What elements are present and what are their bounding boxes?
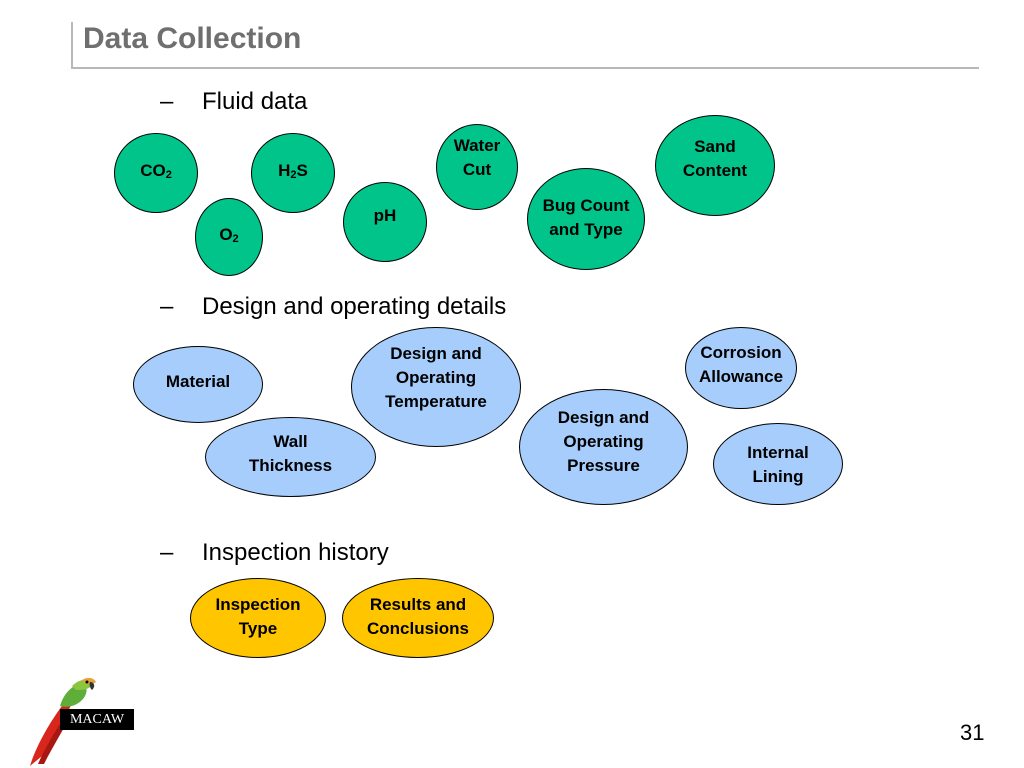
h2s-suffix: S: [296, 161, 308, 180]
bubble-label: Wall Thickness: [249, 430, 332, 478]
bubble-label: O2: [219, 223, 238, 251]
bubble-inspection-type[interactable]: Inspection Type: [190, 578, 326, 658]
label-line: Type: [238, 619, 278, 638]
label-line: Sand: [694, 136, 736, 156]
bubble-label: Water Cut: [454, 134, 501, 182]
bubble-h2s[interactable]: H2S: [251, 133, 335, 213]
label-line: Bug Count: [542, 196, 630, 215]
o2-subscript: 2: [232, 233, 239, 245]
section-design-details: – Design and operating details: [160, 293, 506, 321]
bubble-label: Corrosion Allowance: [699, 341, 783, 389]
bubble-wall-thickness[interactable]: Wall Thickness: [205, 417, 376, 497]
bubble-design-pressure[interactable]: Design and Operating Pressure: [519, 389, 688, 505]
bubble-ph[interactable]: pH: [343, 182, 427, 262]
label-line: Design and: [557, 407, 650, 427]
label-line: Temperature: [385, 392, 487, 411]
section-label: Fluid data: [202, 88, 308, 115]
label-line: Conclusions: [366, 619, 469, 638]
label-line: and Type: [549, 220, 623, 239]
bubble-design-temperature[interactable]: Design and Operating Temperature: [351, 327, 521, 447]
label-line: Pressure: [567, 455, 640, 475]
bubble-label: Design and Operating Temperature: [385, 342, 487, 414]
bubble-bug-count[interactable]: Bug Count and Type: [527, 168, 645, 270]
label-line: Lining: [752, 467, 804, 486]
label-line: Operating: [563, 431, 644, 451]
label-line: Inspection: [215, 595, 301, 614]
bubble-corrosion-allowance[interactable]: Corrosion Allowance: [685, 327, 797, 409]
bubble-sand-content[interactable]: Sand Content: [655, 115, 775, 216]
section-fluid-data: – Fluid data: [160, 88, 307, 116]
bubble-material[interactable]: Material: [133, 346, 263, 423]
section-inspection-history: – Inspection history: [160, 539, 389, 567]
bullet-dash: –: [160, 88, 174, 115]
bubble-label: Design and Operating Pressure: [558, 406, 650, 478]
bubble-label: Material: [165, 371, 231, 391]
label-line: Corrosion: [700, 343, 782, 362]
label-line: Thickness: [248, 456, 333, 475]
label-line: Content: [682, 160, 748, 180]
bubble-label: Results and Conclusions: [367, 593, 469, 641]
bubble-label: Internal Lining: [747, 441, 808, 489]
title-divider-horizontal: [71, 67, 979, 69]
label-line: Water: [453, 136, 501, 155]
co2-base: CO: [140, 161, 166, 180]
label-line: Operating: [395, 368, 477, 387]
h2s-subscript: 2: [290, 169, 297, 181]
label-line: Internal: [747, 443, 809, 462]
section-label: Inspection history: [202, 539, 389, 566]
bubble-water-cut[interactable]: Water Cut: [436, 124, 518, 210]
bubble-o2[interactable]: O2: [195, 198, 263, 276]
bullet-dash: –: [160, 293, 174, 320]
bubble-label: Inspection Type: [215, 593, 300, 641]
bubble-label: CO2: [140, 159, 172, 187]
label-line: Results and: [369, 595, 467, 614]
co2-subscript: 2: [165, 169, 172, 181]
label-line: Allowance: [698, 367, 784, 386]
bubble-label: Bug Count and Type: [543, 194, 630, 242]
label-line: Wall: [273, 432, 308, 451]
macaw-logo-badge: MACAW: [60, 709, 134, 730]
slide-title: Data Collection: [83, 22, 302, 55]
bubble-label: H2S: [278, 159, 308, 187]
bubble-results-conclusions[interactable]: Results and Conclusions: [342, 578, 494, 658]
bubble-label: Sand Content: [683, 135, 747, 183]
title-divider-vertical: [71, 22, 73, 67]
label-line: Cut: [462, 160, 492, 179]
section-label: Design and operating details: [202, 293, 507, 320]
h2s-prefix: H: [278, 161, 291, 180]
label-line: Design and: [390, 344, 482, 363]
bubble-label: pH: [373, 206, 397, 225]
bullet-dash: –: [160, 539, 174, 566]
bubble-internal-lining[interactable]: Internal Lining: [713, 423, 843, 505]
page-number: 31: [960, 720, 985, 745]
o2-base: O: [219, 225, 233, 244]
bubble-co2[interactable]: CO2: [114, 133, 198, 213]
